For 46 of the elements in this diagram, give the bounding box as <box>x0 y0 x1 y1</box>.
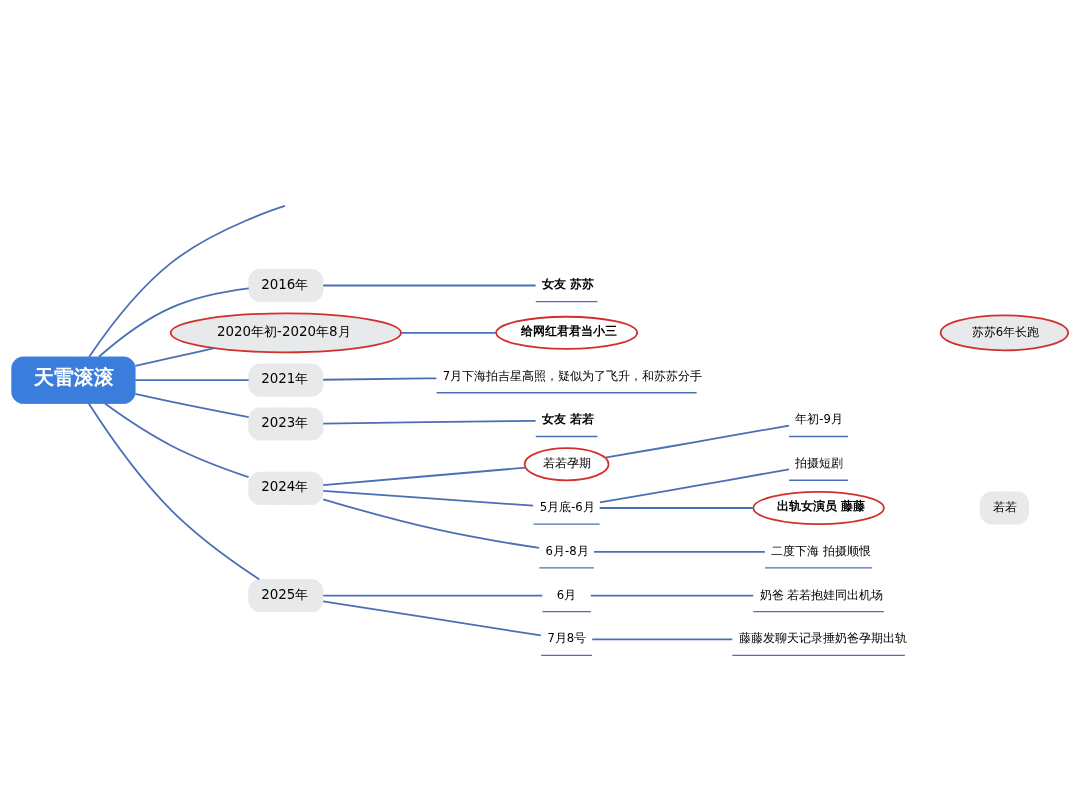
connector <box>134 378 250 381</box>
node-ellipse: 苏苏6年长跑 <box>939 313 1070 351</box>
connector <box>134 392 250 418</box>
node-text: 二度下海 拍摄顺恨 <box>771 543 871 558</box>
connector <box>88 204 286 358</box>
connector <box>98 287 250 358</box>
node-box: 若若 <box>979 490 1029 524</box>
connector <box>322 284 537 286</box>
connector <box>604 424 790 459</box>
connector <box>322 594 544 596</box>
connector <box>322 497 540 549</box>
node-box: 2023年 <box>248 406 324 440</box>
connector <box>593 550 766 553</box>
connector <box>322 376 438 381</box>
node-text: 6月-8月 <box>545 543 589 558</box>
node-box: 天雷滚滚 <box>11 356 136 404</box>
node-box: 2021年 <box>248 363 324 397</box>
node-text: 年初-9月 <box>795 411 843 426</box>
connector <box>599 467 790 503</box>
node-text: 奶爸 若若抱娃同出机场 <box>759 587 884 602</box>
connector <box>87 402 261 580</box>
connector <box>322 466 527 486</box>
node-text: 6月 <box>556 587 577 602</box>
connector <box>322 419 537 424</box>
connector <box>598 506 754 509</box>
connector <box>400 331 497 334</box>
node-ellipse: 若若孕期 <box>523 446 610 481</box>
node-text: 藤藤发聊天记录捶奶爸孕期出轨 <box>738 630 907 645</box>
node-text: 7月8号 <box>547 630 587 645</box>
connector <box>591 637 734 640</box>
node-text: 7月下海拍吉星高照，疑似为了飞升，和苏苏分手 <box>442 368 703 383</box>
connector <box>322 599 542 636</box>
node-ellipse: 出轨女演员 藤藤 <box>752 490 885 525</box>
node-ellipse: 给网红君君当小三 <box>495 315 639 350</box>
node-text: 女友 苏苏 <box>542 276 595 291</box>
node-box: 2016年 <box>248 268 324 302</box>
connector <box>589 594 755 596</box>
node-text: 拍摄短剧 <box>795 455 844 470</box>
node-text: 5月底-6月 <box>539 499 595 514</box>
node-ellipse: 2020年初-2020年8月 <box>169 311 402 353</box>
connector <box>134 346 216 367</box>
connector <box>322 489 535 507</box>
node-text: 女友 若若 <box>542 411 595 426</box>
connector <box>104 402 250 478</box>
node-box: 2025年 <box>248 578 324 612</box>
node-box: 2024年 <box>248 471 324 505</box>
